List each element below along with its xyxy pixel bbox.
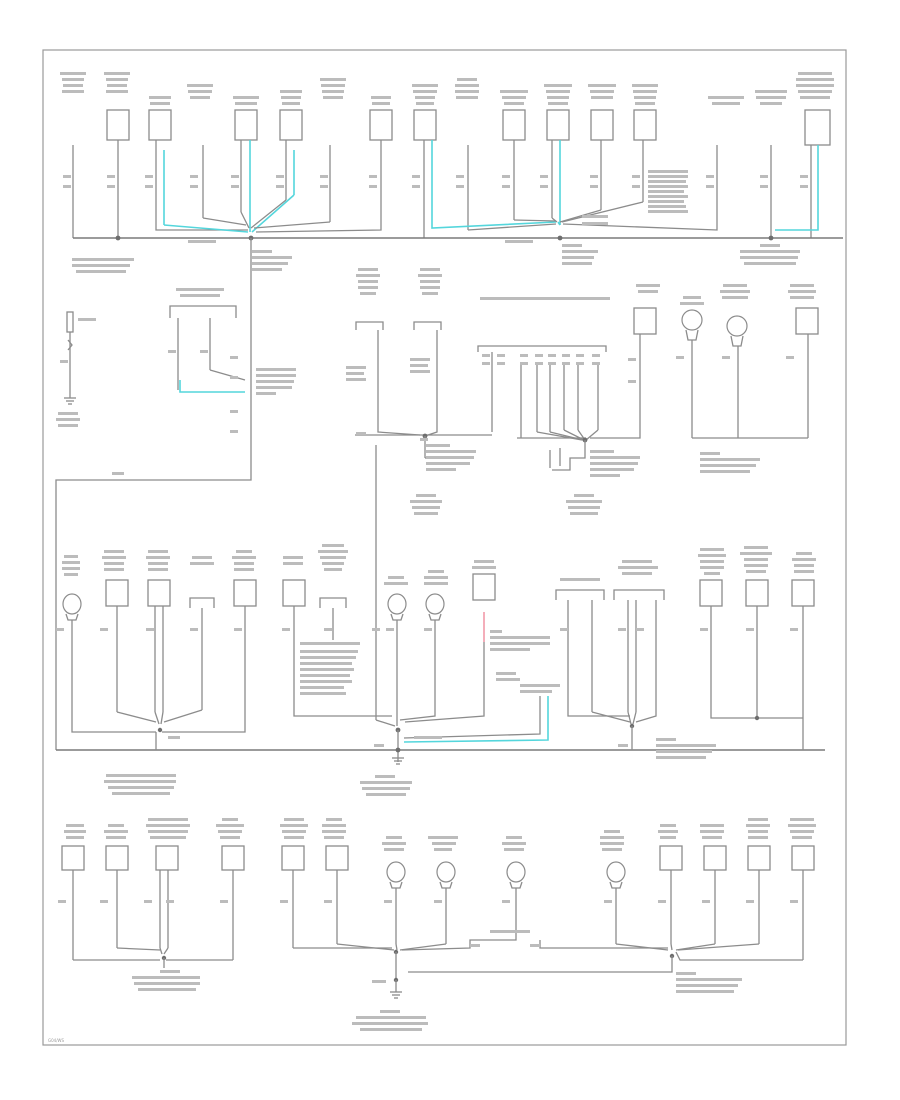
top-connector-4 xyxy=(279,109,303,141)
footer-code: G04/WS xyxy=(48,1038,64,1043)
diagram-frame xyxy=(42,49,847,1046)
mid-left-component xyxy=(112,288,296,475)
top-connector-9 xyxy=(590,109,614,141)
top-connector-3 xyxy=(234,109,258,141)
top-connector-1 xyxy=(106,109,130,141)
bottom-row-components xyxy=(58,818,816,1031)
top-row-components xyxy=(60,72,843,273)
top-connector-10 xyxy=(633,109,657,141)
top-connector-2 xyxy=(148,109,172,141)
middle-row-two xyxy=(56,544,825,796)
top-connector-6 xyxy=(413,109,437,141)
top-connector-7 xyxy=(502,109,526,141)
battery-ground-group xyxy=(56,311,96,427)
top-connector-8 xyxy=(546,109,570,141)
middle-center-group xyxy=(346,268,819,720)
top-connector-5 xyxy=(369,109,393,141)
top-connector-11 xyxy=(804,109,831,146)
